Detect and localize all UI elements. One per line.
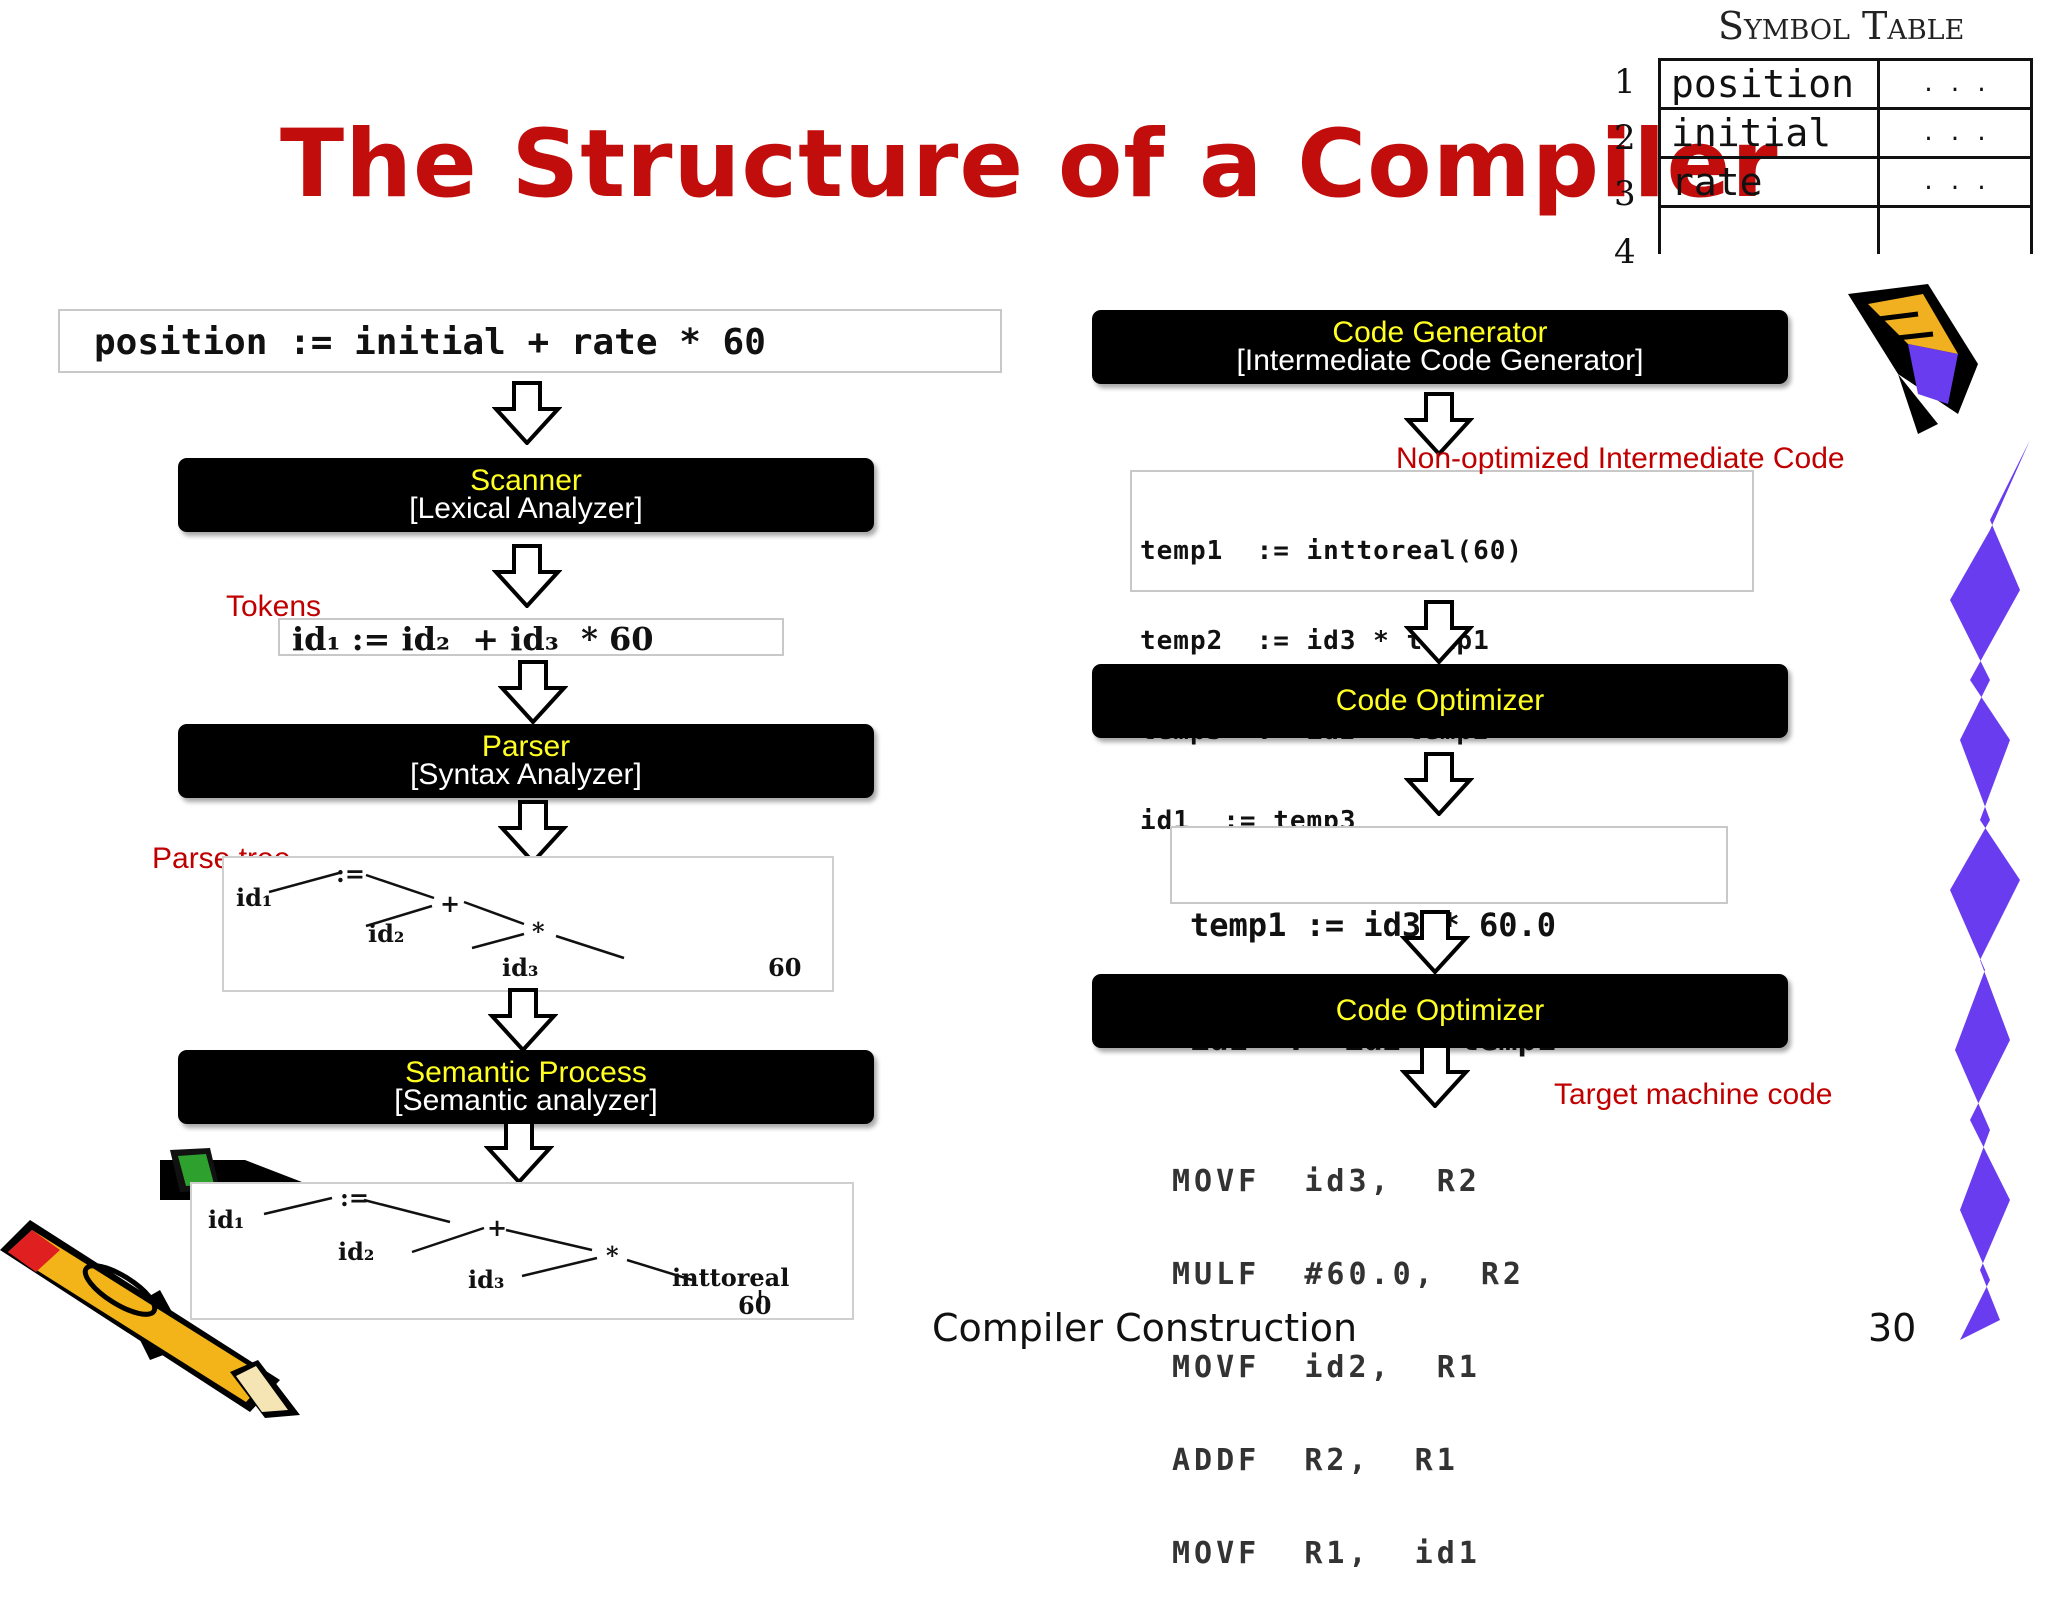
down-arrow-icon (498, 660, 568, 724)
source-code: position := initial + rate * 60 (58, 309, 1002, 373)
stage-description: [Intermediate Code Generator] (1236, 344, 1644, 377)
tree-node: * (606, 1241, 619, 1270)
token-stream: id₁ := id₂ + id₃ * 60 (278, 618, 784, 658)
stage-description: [Lexical Analyzer] (409, 492, 643, 525)
down-arrow-icon (1404, 392, 1474, 456)
symbol-attr: . . . (1877, 156, 2033, 208)
scanner-stage: Scanner [Lexical Analyzer] (178, 458, 874, 532)
intermediate-code: temp1 := inttoreal(60) temp2 := id3 * te… (1130, 470, 1754, 836)
code-line: MOVF id3, R2 (1172, 1164, 1481, 1199)
tree-node: id₃ (468, 1265, 504, 1294)
parse-tree: := id₁ + id₂ * id₃ 60 (222, 856, 834, 992)
symbol-attr: . . . (1877, 107, 2033, 159)
symbol-row: initial. . . (1658, 107, 2033, 159)
parser-stage: Parser [Syntax Analyzer] (178, 724, 874, 798)
tree-node: + (440, 889, 460, 918)
symbol-row: position. . . (1658, 58, 2033, 110)
down-arrow-icon (492, 381, 562, 445)
tree-node: * (532, 917, 545, 946)
pencil-clipart-icon (0, 1148, 320, 1418)
optimized-code: temp1 := id3 * 60.0 id1 := id2 + temp1 (1170, 826, 1728, 1058)
stage-name: Parser (481, 730, 571, 763)
symbol-row (1658, 205, 2033, 254)
tree-node: id₃ (502, 953, 538, 982)
symbol-row-number: 2 (1614, 118, 1636, 158)
brush-clipart-icon (1848, 284, 1978, 434)
symbol-table-title: Symbol Table (1718, 4, 1965, 48)
down-arrow-icon (1404, 600, 1474, 664)
tree-node: 60 (738, 1291, 771, 1318)
tree-node: id₂ (368, 919, 404, 948)
semantic-tree: := id₁ + id₂ * id₃ inttoreal 60 (190, 1182, 854, 1320)
code-line: MULF #60.0, R2 (1172, 1257, 1525, 1292)
semantic-stage: Semantic Process [Semantic analyzer] (178, 1050, 874, 1124)
down-arrow-icon (484, 1120, 554, 1184)
stage-name: Semantic Process (405, 1056, 647, 1089)
code-line: temp1 := inttoreal(60) (1140, 536, 1524, 566)
code-line: ADDF R2, R1 (1172, 1443, 1459, 1478)
tree-node: inttoreal (672, 1263, 789, 1292)
down-arrow-icon (1404, 752, 1474, 816)
down-arrow-icon (1400, 1044, 1470, 1108)
down-arrow-icon (1400, 910, 1470, 974)
code-optimizer-stage: Code Optimizer (1092, 664, 1788, 738)
stage-description: [Syntax Analyzer] (410, 758, 642, 791)
tree-node: := (336, 859, 365, 888)
tree-node: id₁ (208, 1205, 244, 1234)
down-arrow-icon (498, 800, 568, 864)
stage-name: Code Optimizer (1335, 994, 1545, 1027)
symbol-attr: . . . (1877, 58, 2033, 110)
symbol-row-number: 4 (1614, 232, 1636, 272)
tree-node: 60 (768, 953, 801, 982)
stage-name: Scanner (470, 464, 582, 497)
code-optimizer-stage: Code Optimizer (1092, 974, 1788, 1048)
intermediate-code-label: Non-optimized Intermediate Code (1396, 442, 1845, 475)
slide-title: The Structure of a Compiler (280, 110, 1779, 219)
symbol-name: rate (1658, 156, 1880, 208)
code-line: MOVF id2, R1 (1172, 1350, 1481, 1385)
squiggle-decoration-icon (1950, 440, 2030, 1340)
stage-description: [Semantic analyzer] (394, 1084, 658, 1117)
code-line: MOVF R1, id1 (1172, 1536, 1481, 1571)
stage-name: Code Generator (1332, 316, 1548, 349)
symbol-row-number: 1 (1614, 62, 1636, 102)
down-arrow-icon (492, 544, 562, 608)
symbol-attr (1877, 205, 2033, 254)
code-generator-stage: Code Generator [Intermediate Code Genera… (1092, 310, 1788, 384)
tree-node: + (487, 1213, 507, 1242)
symbol-row: rate. . . (1658, 156, 2033, 208)
target-code-label: Target machine code (1554, 1078, 1833, 1111)
code-line: temp1 := id3 * 60.0 (1190, 906, 1557, 944)
symbol-name: initial (1658, 107, 1880, 159)
stage-name: Code Optimizer (1335, 684, 1545, 717)
tree-node: id₁ (236, 883, 272, 912)
tokens-label: Tokens (226, 590, 322, 623)
slide-footer: Compiler Construction (932, 1306, 1358, 1350)
page-number: 30 (1868, 1306, 1917, 1350)
tree-node: id₂ (338, 1237, 374, 1266)
down-arrow-icon (488, 988, 558, 1052)
symbol-table: position. . . initial. . . rate. . . (1658, 58, 2033, 254)
tree-node: := (340, 1184, 369, 1212)
symbol-name: position (1658, 58, 1880, 110)
symbol-name (1658, 205, 1880, 254)
target-machine-code: MOVF id3, R2 MULF #60.0, R2 MOVF id2, R1… (1172, 1104, 1525, 1600)
symbol-row-number: 3 (1614, 174, 1636, 214)
